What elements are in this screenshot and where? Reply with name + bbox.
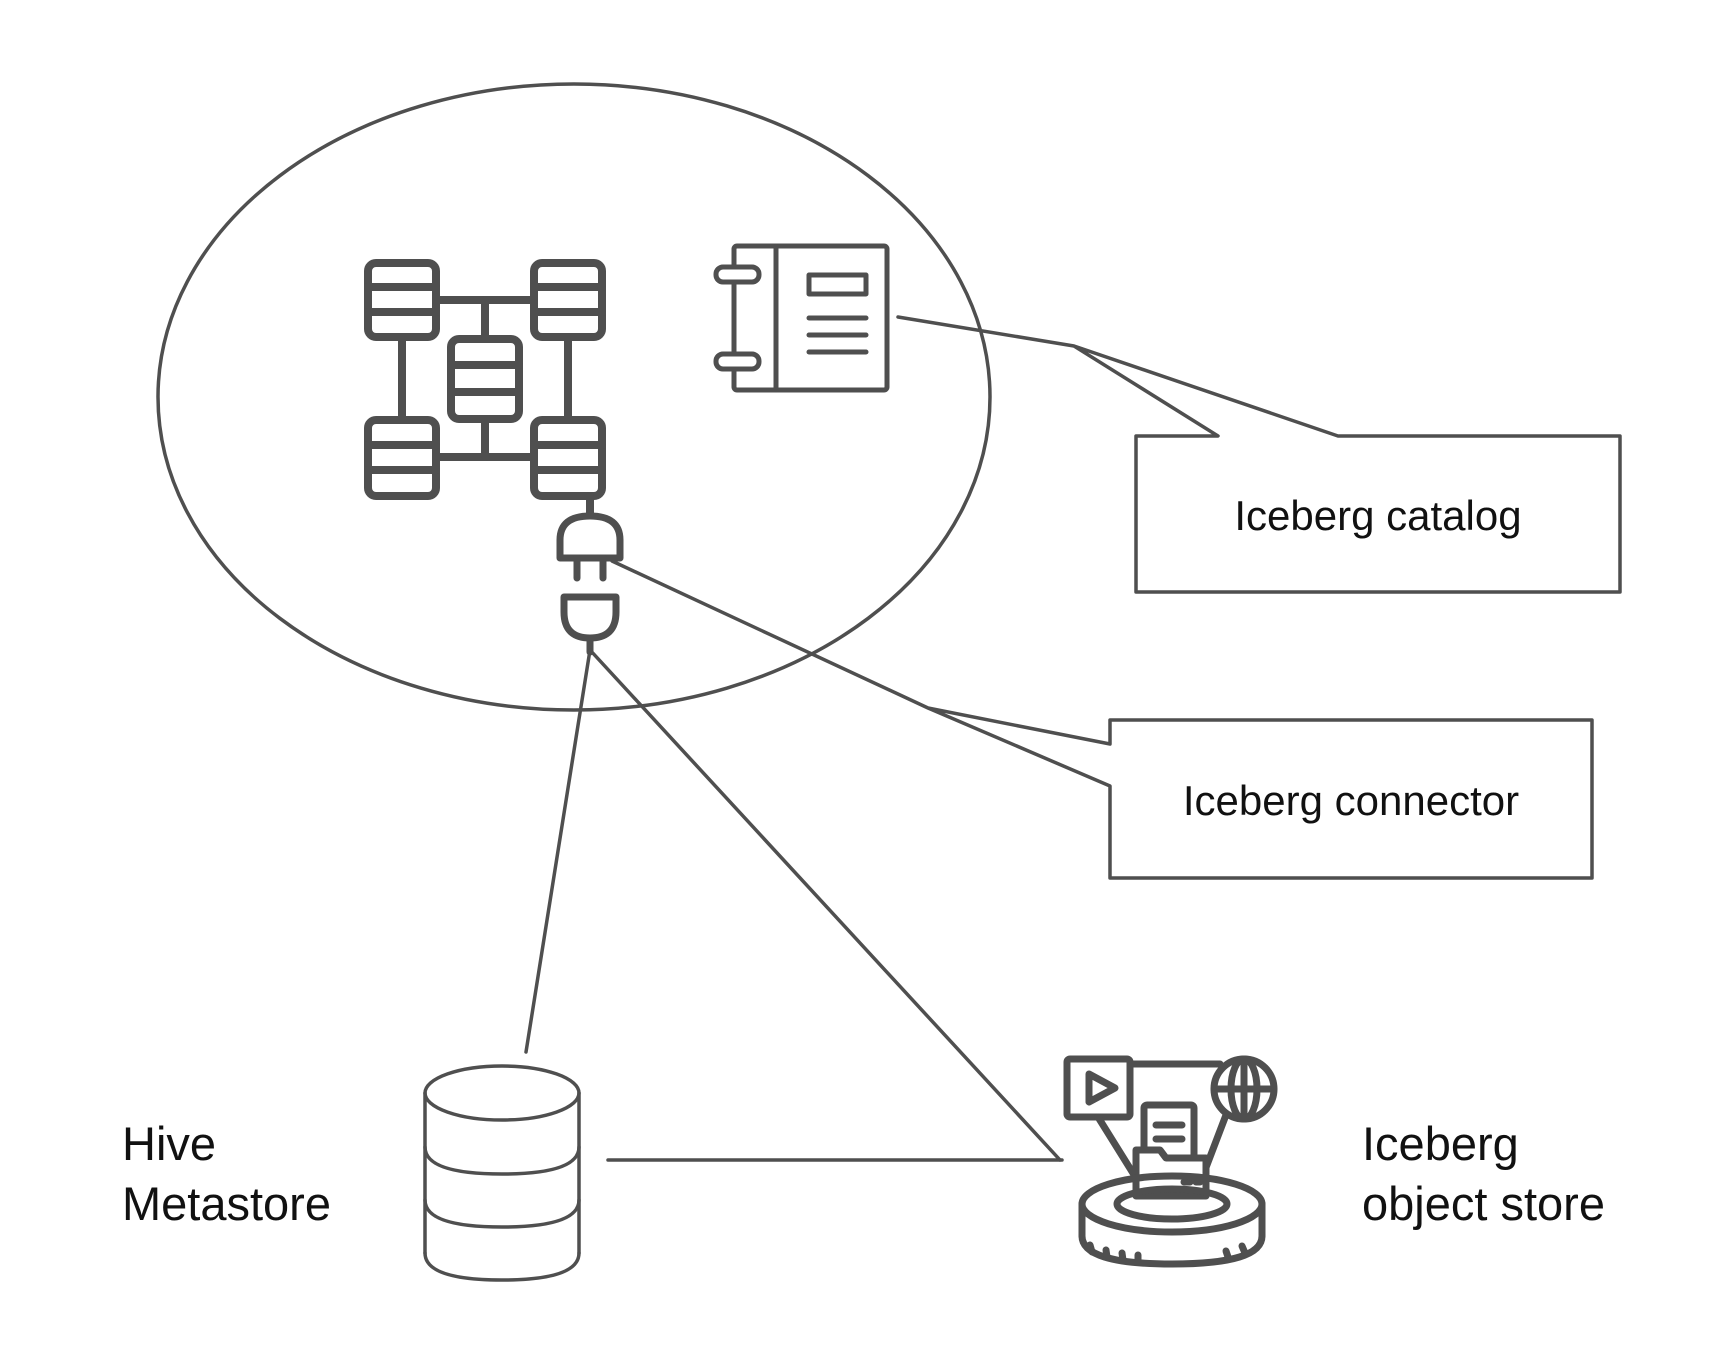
hive-metastore-line-2: Metastore [122,1177,331,1230]
object-store-line-1: Iceberg [1362,1117,1519,1170]
hive-metastore-label: Hive Metastore [122,1117,331,1230]
iceberg-connector-callout: Iceberg connector [610,559,1594,880]
iceberg-object-store-label: Iceberg object store [1362,1117,1605,1230]
plug-connector-icon [556,512,624,656]
server-cluster-icon [364,259,606,518]
connection-lines [524,648,1064,1162]
notebook-catalog-icon [713,243,890,393]
connector-to-object-store-line [588,648,1062,1162]
object-storage-icon [1063,1055,1278,1268]
database-cylinder-icon [423,1064,581,1282]
iceberg-connector-label: Iceberg connector [1183,777,1519,824]
iceberg-catalog-callout: Iceberg catalog [896,315,1622,594]
engine-boundary [156,82,992,712]
hive-metastore-line-1: Hive [122,1117,216,1170]
object-store-line-2: object store [1362,1177,1605,1230]
connector-to-metastore-line [524,648,592,1054]
iceberg-catalog-label: Iceberg catalog [1234,492,1521,539]
